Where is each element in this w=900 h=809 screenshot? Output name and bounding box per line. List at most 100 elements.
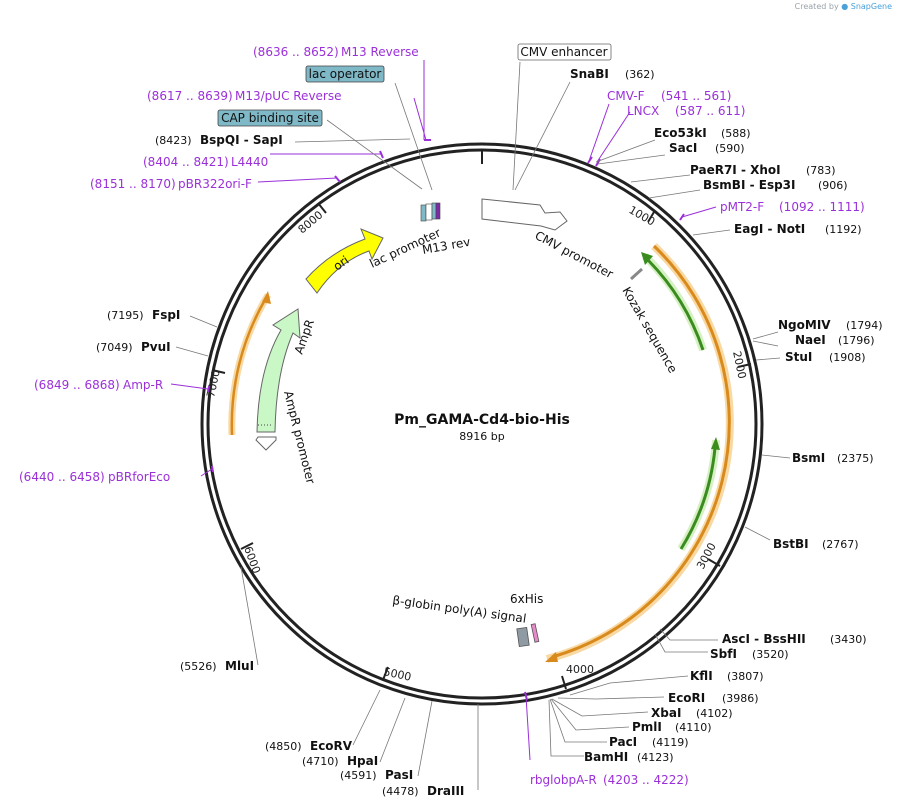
enzyme-ecori: EcoRI: [668, 691, 705, 705]
enzyme-stui: StuI: [785, 350, 812, 364]
enzyme-paci: PacI: [609, 735, 637, 749]
primer-cmvf-name: CMV-F: [607, 89, 645, 103]
polya-box: [516, 626, 530, 648]
m13-rev-box: [435, 202, 441, 220]
enzyme-mlui: MluI: [225, 659, 254, 673]
enzyme-eco53ki: Eco53kI: [654, 126, 707, 140]
primer-lncx-range: (587 .. 611): [675, 104, 745, 118]
ampr-arrow: [256, 308, 301, 433]
kozak-marker: [629, 267, 644, 281]
enzyme-ecorv: EcoRV: [310, 739, 353, 753]
enzyme-bsmi: BsmI: [792, 451, 825, 465]
feature-6xhis: 6xHis: [510, 592, 543, 606]
enzyme-hpai-pos: (4710): [302, 755, 339, 768]
enzyme-pvui-pos: (7049): [96, 341, 133, 354]
tick-label-2000: 2000: [730, 350, 749, 380]
primer-pbr322ori-range: (8151 .. 8170): [90, 177, 176, 191]
primer-marks: [207, 139, 685, 701]
backbone-outer: [200, 142, 764, 706]
enzyme-eco53ki-pos: (588): [721, 127, 751, 140]
green-arrow-1-head: [641, 252, 653, 265]
enzyme-saci: SacI: [669, 141, 697, 155]
green-arrow-2-head: [711, 437, 720, 450]
enzyme-naei-pos: (1796): [838, 334, 875, 347]
enzyme-sbfi: SbfI: [710, 647, 737, 661]
primer-rbglobpa-name: rbglobpA-R: [530, 773, 597, 787]
enzyme-bamhi: BamHI: [584, 750, 628, 764]
primer-labels: (8636 .. 8652) M13 Reverse (8617 .. 8639…: [19, 45, 865, 787]
primer-m13-reverse-name: M13 Reverse: [341, 45, 419, 59]
primer-pmt2f-range: (1092 .. 1111): [779, 200, 865, 214]
feature-lac-operator: lac operator: [309, 67, 382, 81]
primer-pbr322ori-name: pBR322ori-F: [178, 177, 252, 191]
enzyme-pasi-pos: (4591): [340, 769, 377, 782]
enzyme-paer7i-xhoi-pos: (783): [806, 164, 836, 177]
enzyme-pvui: PvuI: [141, 340, 171, 354]
plasmid-name: Pm_GAMA-Cd4-bio-His: [394, 412, 570, 428]
primer-pbrforeco-range: (6440 .. 6458): [19, 470, 105, 484]
plasmid-size: 8916 bp: [459, 430, 504, 443]
primer-cmvf-range: (541 .. 561): [661, 89, 731, 103]
enzyme-bsmi-pos: (2375): [837, 452, 874, 465]
feature-cmv-promoter: CMV promoter: [533, 228, 616, 281]
orf-arrowhead: [545, 652, 558, 662]
green-arrow-2: [679, 447, 717, 550]
enzyme-fspi-pos: (7195): [107, 309, 144, 322]
enzyme-xbai-pos: (4102): [696, 707, 733, 720]
primer-l4440-name: L4440: [231, 155, 268, 169]
lac-operator-label-box: [305, 65, 385, 83]
cmv-promoter-arrow: [481, 198, 568, 231]
primer-ampr-name: Amp-R: [123, 378, 163, 392]
enzyme-asci-bsshii: AscI - BssHII: [722, 632, 806, 646]
snapgene-credit: Created by ● SnapGene: [795, 2, 892, 11]
enzyme-ngomiv: NgoMIV: [778, 318, 831, 332]
primer-m13puc-name: M13/pUC Reverse: [235, 89, 342, 103]
primer-rbglobpa-range: (4203 .. 4222): [603, 773, 689, 787]
enzyme-eagi-noti: EagI - NotI: [734, 222, 805, 236]
lac-operator-box: [431, 202, 437, 220]
lac-promoter-box: [425, 203, 433, 221]
enzyme-bstbi: BstBI: [773, 537, 809, 551]
cmv-enhancer-box: [517, 43, 612, 61]
primer-ampr-range: (6849 .. 6868): [34, 378, 120, 392]
primer-l4440-range: (8404 .. 8421): [143, 155, 229, 169]
enzyme-draiii-pos: (4478): [382, 785, 419, 798]
orf-arrow: [551, 244, 731, 659]
enzyme-ecori-pos: (3986): [722, 692, 759, 705]
enzyme-saci-pos: (590): [715, 142, 745, 155]
ori-arrow: [305, 228, 384, 294]
scale-ticks: [211, 150, 752, 690]
enzyme-kfli: KflI: [690, 669, 713, 683]
enzyme-naei: NaeI: [795, 333, 826, 347]
enzyme-mlui-pos: (5526): [180, 660, 217, 673]
enzyme-bspqi-sapi-pos: (8423): [155, 134, 192, 147]
enzyme-bsmbi-esp3i-pos: (906): [818, 179, 848, 192]
enzyme-xbai: XbaI: [651, 706, 681, 720]
left-orf: [230, 297, 268, 436]
primer-pmt2f-name: pMT2-F: [720, 200, 764, 214]
enzyme-sbfi-pos: (3520): [752, 648, 789, 661]
enzyme-bstbi-pos: (2767): [822, 538, 859, 551]
enzyme-fspi: FspI: [152, 308, 180, 322]
left-orf-head: [262, 291, 271, 304]
enzyme-eagi-noti-pos: (1192): [825, 223, 862, 236]
feature-polya: β-globin poly(A) signal: [392, 593, 528, 626]
primer-lncx-name: LNCX: [627, 104, 659, 118]
enzyme-ecorv-pos: (4850): [265, 740, 302, 753]
feature-kozak: Kozak sequence: [619, 285, 680, 376]
tick-label-4000: 4000: [566, 663, 594, 676]
enzyme-bamhi-pos: (4123): [637, 751, 674, 764]
green-arrow-1: [646, 258, 705, 351]
cap-binding-label-box: [217, 109, 323, 127]
enzyme-pmli: PmlI: [632, 720, 662, 734]
credit-prefix: Created by: [794, 2, 839, 11]
snapgene-logo: ● SnapGene: [841, 2, 892, 11]
enzyme-snabi: SnaBI: [570, 67, 609, 81]
primer-m13-reverse-range: (8636 .. 8652): [253, 45, 339, 59]
enzyme-leaders: [175, 61, 791, 790]
tick-label-5000: 5000: [382, 665, 412, 684]
primer-pbrforeco-name: pBRforEco: [108, 470, 170, 484]
enzyme-draiii: DraIII: [427, 784, 464, 798]
cap-binding-box: [420, 204, 427, 222]
enzyme-pasi: PasI: [385, 768, 413, 782]
